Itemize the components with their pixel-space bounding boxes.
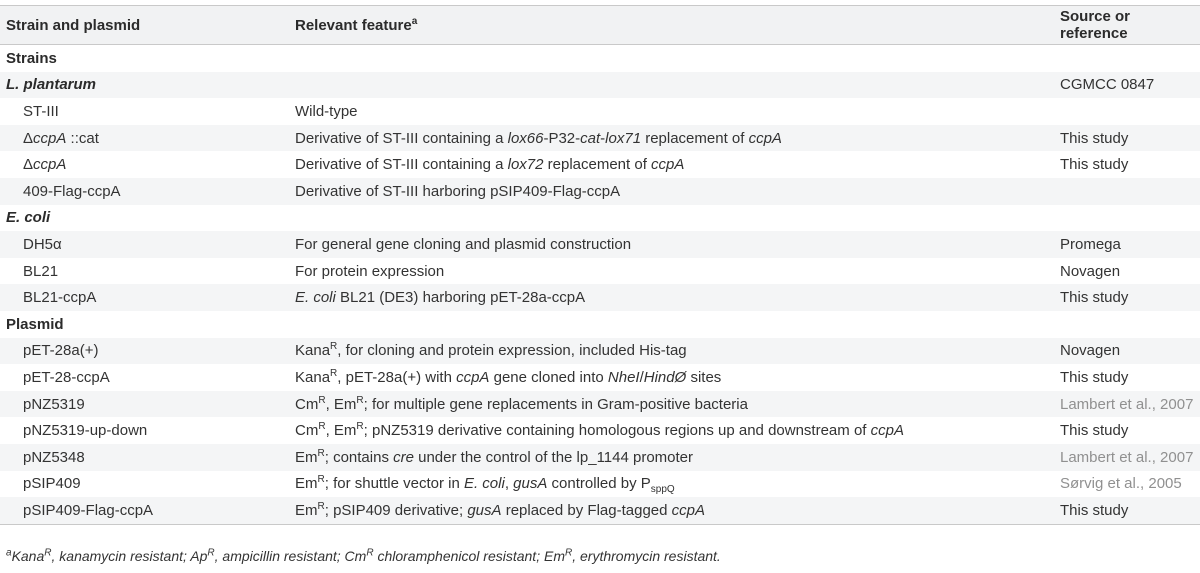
- organism-label: E. coli: [6, 209, 51, 227]
- feature-cell: Derivative of ST-III containing a lox72 …: [295, 156, 685, 174]
- table-row: ΔccpA ::cat Derivative of ST-III contain…: [0, 124, 1200, 152]
- plasmid-cell: pNZ5319-up-down: [23, 422, 148, 440]
- source-cell: CGMCC 0847: [1060, 71, 1200, 99]
- plasmid-cell: pSIP409: [23, 475, 81, 493]
- plasmid-cell: pET-28-ccpA: [23, 368, 110, 386]
- strain-cell: ST-III: [23, 102, 59, 120]
- table-row: BL21-ccpA E. coli BL21 (DE3) harboring p…: [0, 284, 1200, 311]
- table-row: Plasmid: [0, 311, 1200, 338]
- plasmid-cell: pNZ5348: [0, 443, 295, 471]
- feature-cell: KanaR, pET-28a(+) with ccpA gene cloned …: [295, 367, 722, 386]
- section-label: Strains: [6, 49, 57, 67]
- feature-cell: CmR, EmR; pNZ5319 derivative containing …: [295, 421, 904, 440]
- strains-plasmids-table: Strain and plasmid Relevant featurea Sou…: [0, 5, 1200, 525]
- table-row: pET-28-ccpA KanaR, pET-28a(+) with ccpA …: [0, 364, 1200, 391]
- table-row: pET-28a(+) KanaR, for cloning and protei…: [0, 337, 1200, 365]
- table-row: pSIP409-Flag-ccpA EmR; pSIP409 derivativ…: [0, 497, 1200, 525]
- table-row: Strains: [0, 45, 1200, 72]
- plasmid-cell: pET-28a(+): [0, 337, 295, 365]
- feature-cell: Derivative of ST-III containing a lox66-…: [295, 124, 1060, 152]
- feature-cell: EmR; for shuttle vector in E. coli, gusA…: [295, 474, 675, 496]
- source-cell: This study: [1060, 124, 1200, 152]
- table-footnote: aKanaR, kanamycin resistant; ApR, ampici…: [6, 547, 721, 564]
- feature-cell: CmR, EmR; for multiple gene replacements…: [295, 390, 1060, 418]
- table-row: ST-III Wild-type: [0, 98, 1200, 125]
- reference-link[interactable]: Lambert et al., 2007: [1060, 390, 1200, 418]
- table-row: L. plantarum CGMCC 0847: [0, 71, 1200, 99]
- table-row: pNZ5348 EmR; contains cre under the cont…: [0, 443, 1200, 471]
- strain-cell: DH5α: [0, 231, 295, 258]
- table-row: pSIP409 EmR; for shuttle vector in E. co…: [0, 471, 1200, 498]
- strain-cell: ΔccpA ::cat: [0, 124, 295, 152]
- header-relevant-feature: Relevant featurea: [295, 5, 1060, 45]
- feature-cell: KanaR, for cloning and protein expressio…: [295, 337, 1060, 365]
- source-cell: Novagen: [1060, 262, 1121, 280]
- source-cell: This study: [1060, 368, 1129, 386]
- source-cell: This study: [1060, 497, 1200, 525]
- feature-cell: EmR; pSIP409 derivative; gusA replaced b…: [295, 497, 1060, 525]
- strain-cell: BL21: [23, 262, 59, 280]
- strain-cell: ΔccpA: [23, 156, 67, 174]
- feature-cell: For general gene cloning and plasmid con…: [295, 231, 1060, 258]
- feature-cell: Wild-type: [295, 102, 358, 120]
- table-body: Strains L. plantarum CGMCC 0847 ST-III W…: [0, 45, 1200, 525]
- section-label: Plasmid: [6, 315, 64, 333]
- table-row: ΔccpA Derivative of ST-III containing a …: [0, 151, 1200, 178]
- table-row: 409-Flag-ccpA Derivative of ST-III harbo…: [0, 177, 1200, 205]
- organism-label: L. plantarum: [0, 71, 295, 99]
- plasmid-cell: pNZ5319: [0, 390, 295, 418]
- header-source-reference: Source or reference: [1060, 5, 1200, 45]
- table-row: DH5α For general gene cloning and plasmi…: [0, 231, 1200, 258]
- feature-cell: Derivative of ST-III harboring pSIP409-F…: [295, 177, 1060, 205]
- table-row: pNZ5319-up-down CmR, EmR; pNZ5319 deriva…: [0, 417, 1200, 444]
- source-cell: Novagen: [1060, 337, 1200, 365]
- strain-cell: BL21-ccpA: [0, 284, 295, 311]
- table-header: Strain and plasmid Relevant featurea Sou…: [0, 5, 1200, 45]
- reference-link[interactable]: Sørvig et al., 2005: [1060, 475, 1182, 493]
- feature-cell: For protein expression: [295, 262, 445, 280]
- feature-cell: EmR; contains cre under the control of t…: [295, 443, 1060, 471]
- table-row: E. coli: [0, 205, 1200, 232]
- source-cell: This study: [1060, 284, 1200, 311]
- header-strain-plasmid: Strain and plasmid: [0, 5, 295, 45]
- plasmid-cell: pSIP409-Flag-ccpA: [0, 497, 295, 525]
- source-cell: This study: [1060, 422, 1129, 440]
- source-cell: Promega: [1060, 231, 1200, 258]
- table-row: pNZ5319 CmR, EmR; for multiple gene repl…: [0, 390, 1200, 418]
- strain-cell: 409-Flag-ccpA: [0, 177, 295, 205]
- reference-link[interactable]: Lambert et al., 2007: [1060, 443, 1200, 471]
- table-row: BL21 For protein expression Novagen: [0, 258, 1200, 285]
- feature-cell: E. coli BL21 (DE3) harboring pET-28a-ccp…: [295, 284, 1060, 311]
- source-cell: This study: [1060, 156, 1129, 174]
